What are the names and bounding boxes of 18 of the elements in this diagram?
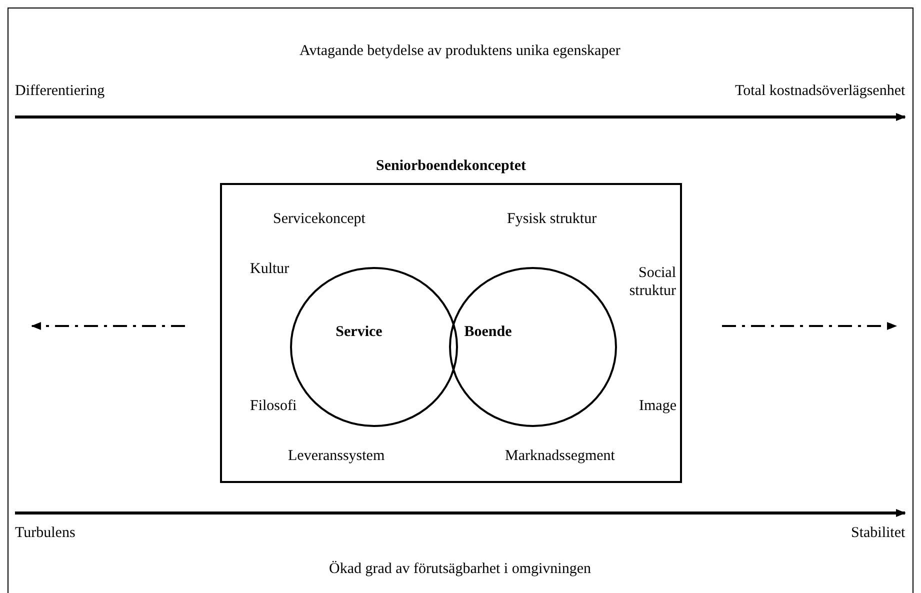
concept-label: Fysisk struktur <box>507 210 597 228</box>
circle-label: Service <box>336 324 382 340</box>
concept-label: Servicekoncept <box>273 210 366 228</box>
axis-title: Ökad grad av förutsägbarhet i omgivningen <box>329 560 592 578</box>
concept-label: Image <box>639 397 676 415</box>
concept-label: Kultur <box>250 260 290 278</box>
axis-end-label: Differentiering <box>15 82 105 100</box>
axis-end-label: Turbulens <box>15 524 76 542</box>
concept-label: Social struktur <box>628 264 676 300</box>
axis-end-label: Stabilitet <box>851 524 906 542</box>
box-heading: Seniorboendekonceptet <box>375 157 527 175</box>
concept-label: Filosofi <box>250 397 297 415</box>
concept-label: Leveranssystem <box>288 447 385 465</box>
axis-end-label: Total kostnadsöverlägsenhet <box>735 82 906 100</box>
circle-label: Boende <box>464 324 512 340</box>
concept-label: Marknadssegment <box>505 447 615 465</box>
venn-circle <box>449 267 617 427</box>
axis-title: Avtagande betydelse av produktens unika egenskaper <box>300 42 620 60</box>
